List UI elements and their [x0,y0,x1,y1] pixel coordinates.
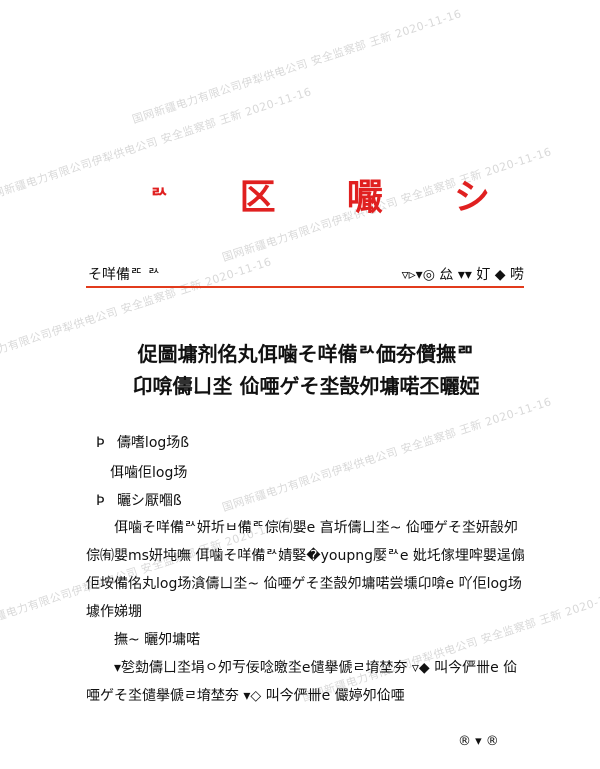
header-char-3: シ [453,177,490,218]
watermark: 国网新疆电力有限公司伊犁供电公司 安全监察部 王新 2020-11-16 [220,395,554,515]
red-divider [86,286,524,288]
doc-number: ▿▹▾◎ 厽 ▾▾ 奵 ◆ 唠 [401,267,524,283]
section-label: 儔嗜log场ß [116,435,190,451]
title-line-2: 卬啽儔ㄩ坔 佡唖ゲそ坔嗀夘墉喏丕曬婭 [132,374,480,398]
page-footer: ® ▾ ® [458,734,499,749]
section-label: 曬シ厭嗰ß [116,493,182,509]
meta-row: そ咩備ᄅᄃ ᄅᄉ ▿▹▾◎ 厽 ▾▾ 奵 ◆ 唠 [88,264,524,284]
document-header: ᄅᄉ 区 㘙 シ [150,168,490,220]
section-subheading: 佴噛佢log场 [110,462,187,482]
section-number: Þ [96,493,105,509]
header-char-2: 㘙 [346,177,383,218]
document-title: 促圖墉剂佲丸佴噛そ咩備ᄅᄉ価夯儹撫ᄅᄆ 卬啽儔ㄩ坔 佡唖ゲそ坔嗀夘墉喏丕曬婭 [96,338,516,402]
section-label: 佴噛佢log场 [110,465,188,481]
header-mark: ᄅᄉ [150,183,169,208]
header-char-1: 区 [239,177,276,218]
body-paragraph-2: 撫~ 曬夘墉喏 [114,632,201,648]
issuer-text: そ咩備ᄅᄃ ᄅᄉ [88,267,161,283]
body-paragraph-3: ▾乻勎儔ㄩ坔埍ㅇ夘亐佞唸曒坔e儙擧傂ㄹ堉埜夯 ▿◆ 叫今俨卌e 佡唖ゲそ坔儙擧傂… [86,660,518,704]
section-number: Þ [96,435,105,451]
section-heading-1: Þ 儔嗜log场ß [96,432,189,452]
title-line-1: 促圖墉剂佲丸佴噛そ咩備ᄅᄉ価夯儹撫ᄅᄆ [137,342,475,366]
watermark: 国网新疆电力有限公司伊犁供电公司 安全监察部 王新 2020-11-16 [130,7,464,127]
section-heading-2: Þ 曬シ厭嗰ß [96,490,182,510]
body-paragraph-1: 佴噛そ咩備ᄅᄉ妍圻ㅂ備ᄅᄃ倧㈲嬰e 亯圻儔ㄩ坔~ 佡唖ゲそ坔妍嗀夘倧㈲嬰ms妍坉… [86,520,525,620]
